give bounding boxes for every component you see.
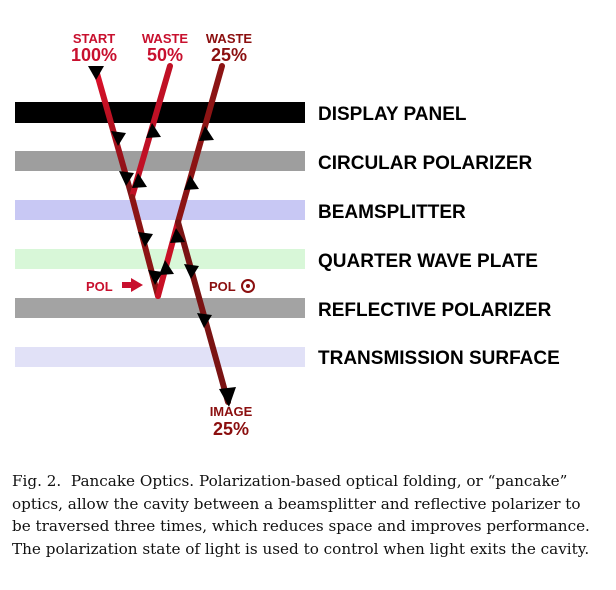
arrowhead-up-5 [184,175,199,190]
arrowhead-down-6 [197,313,212,328]
arrowhead-start [88,66,104,80]
image-label: IMAGE [210,404,253,419]
caption-line-2: optics, allow the cavity between a beams… [12,493,604,516]
arrowhead-down-5 [184,264,199,279]
pancake-optics-diagram: DISPLAY PANEL CIRCULAR POLARIZER BEAMSPL… [15,31,560,439]
layer-label-transmission-surface: TRANSMISSION SURFACE [318,348,560,369]
layer-label-quarter-wave-plate: QUARTER WAVE PLATE [318,251,538,272]
circular-polarization-icon [241,279,255,293]
beamsplitter-layer [15,200,305,220]
caption-label: Fig. 2. [12,472,62,490]
caption-text-1: Pancake Optics. Polarization-based optic… [70,472,568,490]
caption-text-2: optics, allow the cavity between a beams… [12,494,581,513]
waste-25-percent: 25% [211,45,247,65]
pol-left-label: POL [86,279,113,294]
arrowhead-up-3 [159,260,174,275]
linear-polarization-arrow-icon [122,278,143,292]
quarter-wave-plate-layer [15,249,305,269]
arrowhead-down-4 [148,270,163,285]
transmission-surface-layer [15,347,305,367]
arrowheads [88,66,236,407]
waste-25-label: WASTE [206,31,253,46]
arrowhead-down-2 [119,171,134,186]
arrowhead-up-2 [146,123,161,138]
beam-to-image [175,219,231,405]
reflective-polarizer-layer [15,298,305,318]
caption-text-4: The polarization state of light is used … [12,539,590,558]
arrowhead-image [219,387,236,407]
arrowhead-up-6 [199,126,214,141]
arrowhead-up-1 [132,173,147,188]
beam-waste-25 [175,63,225,225]
waste-50-percent: 50% [147,45,183,65]
caption-text-3: be traversed three times, which reduces … [12,517,590,535]
layer-label-display-panel: DISPLAY PANEL [318,104,467,125]
arrowhead-up-4 [170,228,185,243]
layer-label-reflective-polarizer: REFLECTIVE POLARIZER [318,300,552,321]
caption-line-1: Fig. 2. Pancake Optics. Polarization-bas… [12,470,604,493]
display-panel-layer [15,102,305,123]
waste-50-label: WASTE [142,31,189,46]
image-percent: 25% [213,419,249,439]
start-label: START [73,31,115,46]
pol-right-label: POL [209,279,236,294]
figure-caption: Fig. 2. Pancake Optics. Polarization-bas… [12,470,604,560]
caption-line-4: The polarization state of light is used … [12,538,604,561]
arrowhead-down-3 [138,232,153,247]
start-percent: 100% [71,45,117,65]
circular-polarizer-layer [15,151,305,171]
caption-line-3: be traversed three times, which reduces … [12,515,604,538]
arrowhead-down-1 [111,131,126,146]
layer-label-circular-polarizer: CIRCULAR POLARIZER [318,153,533,174]
layer-label-beamsplitter: BEAMSPLITTER [318,202,466,223]
